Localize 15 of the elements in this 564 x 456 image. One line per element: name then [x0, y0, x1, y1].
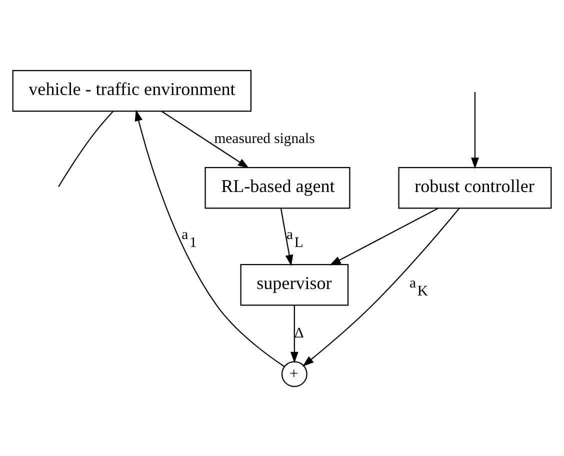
arrow — [134, 109, 285, 367]
arrow — [290, 304, 298, 363]
connector — [58, 110, 114, 186]
arrow — [302, 207, 460, 366]
edge-label: Δ — [294, 324, 304, 341]
arrow — [471, 92, 479, 168]
arrow — [330, 207, 438, 265]
node-box: supervisor — [240, 264, 349, 306]
node-box: RL-based agent — [204, 166, 350, 208]
node-box: vehicle - traffic environment — [12, 69, 252, 112]
arrow — [161, 110, 250, 168]
node-box: robust controller — [398, 166, 552, 208]
arrow — [280, 208, 294, 266]
node-circle: + — [281, 360, 308, 387]
edge-label: measured signals — [214, 130, 315, 147]
